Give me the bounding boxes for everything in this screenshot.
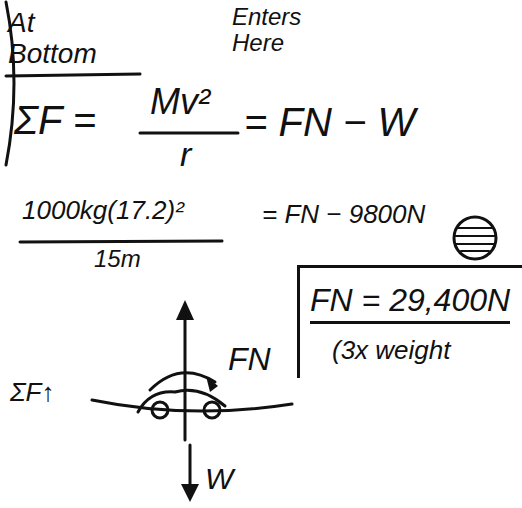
arrowhead bbox=[206, 376, 218, 392]
heading-note: At Bottom bbox=[8, 8, 118, 70]
result-value: FN = 29,400N bbox=[310, 282, 510, 324]
result-box: FN = 29,400N (3x weight bbox=[297, 265, 522, 378]
sum-label: ΣF↑ bbox=[10, 378, 54, 407]
force-label: FN bbox=[228, 342, 271, 377]
side-note: Enters Here bbox=[232, 4, 327, 57]
planet-doodle bbox=[454, 217, 496, 259]
force-label: W bbox=[205, 462, 233, 495]
underline bbox=[6, 74, 140, 76]
fraction-bar bbox=[140, 132, 238, 135]
free-body-diagram bbox=[92, 312, 292, 490]
denominator: 15m bbox=[94, 246, 141, 272]
denominator: r bbox=[180, 136, 191, 173]
numerator: Mv² bbox=[150, 82, 210, 122]
numerator: 1000kg(17.2)² bbox=[22, 196, 184, 225]
result-note: (3x weight bbox=[332, 336, 516, 366]
equation-part: = FN − 9800N bbox=[262, 200, 425, 229]
fraction-bar bbox=[20, 241, 222, 242]
arrowhead bbox=[176, 300, 194, 320]
equation-part: ΣF = bbox=[14, 98, 96, 142]
equation-part: = FN − W bbox=[244, 100, 415, 144]
arrowhead bbox=[181, 484, 199, 502]
